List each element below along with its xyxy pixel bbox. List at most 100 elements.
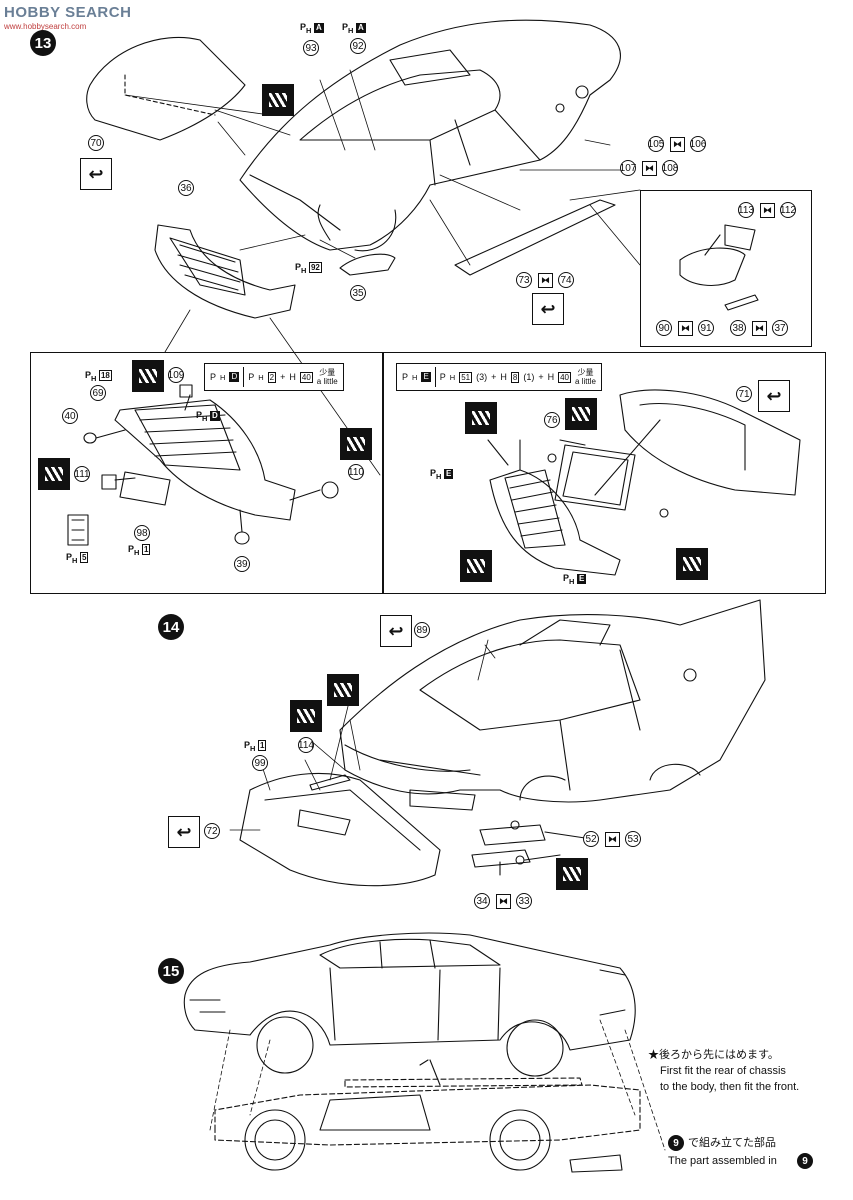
paint-icon [290,700,322,732]
chassis-wheels [244,1059,623,1173]
part-number-52: 52 [583,831,599,847]
paint-code-a1: PH A [300,22,324,35]
assembly-note-jp: ★後ろから先にはめます。 [648,1049,779,1061]
rear-bumper-part [239,772,441,887]
part-number-72: 72 [204,823,220,839]
step-number-13: 13 [30,30,56,56]
paint-code-a2: PH A [342,22,366,35]
paint-code-e1: PH E [430,468,454,481]
paint-icon [132,360,164,392]
glue-icon: ↩ [380,615,412,647]
bowtie-icon: ⧓ [760,203,775,218]
part-number-111: 111 [74,466,90,482]
bowtie-icon: ⧓ [678,321,693,336]
front-grille-assembly [154,224,296,319]
paint-icon [465,402,497,434]
bowtie-icon: ⧓ [605,832,620,847]
part-number-36: 36 [178,180,194,196]
step-reference-badge: 9 [668,1135,684,1151]
part-number-37: 37 [772,320,788,336]
watermark-url: www.hobbysearch.com [4,22,87,31]
part-number-33: 33 [516,893,532,909]
paint-icon [460,550,492,582]
part-number-108: 108 [662,160,678,176]
part-number-40: 40 [62,408,78,424]
mirror-detail [589,204,759,311]
part-number-53: 53 [625,831,641,847]
part-number-93: 93 [303,40,319,56]
part-number-35: 35 [350,285,366,301]
bowtie-icon: ⧓ [752,321,767,336]
part-number-73: 73 [516,272,532,288]
bowtie-icon: ⧓ [670,137,685,152]
part-number-74: 74 [558,272,574,288]
watermark-logo: HOBBY SEARCH [4,4,132,21]
paint-icon [340,428,372,460]
part-number-109: 109 [168,367,184,383]
part-number-98: 98 [134,525,150,541]
part-number-105: 105 [648,136,664,152]
part-number-90: 90 [656,320,672,336]
part-number-114: 114 [298,737,314,753]
hood-part [86,36,246,141]
car-side-step15 [183,932,636,1077]
bowtie-icon: ⧓ [538,273,553,288]
paint-code-e2: PH E [563,573,587,586]
paint-code-1b: PH 1 [244,740,267,753]
part-number-34: 34 [474,893,490,909]
grille-detail-right [487,389,801,576]
part-number-38: 38 [730,320,746,336]
part-number-107: 107 [620,160,636,176]
part-number-99: 99 [252,755,268,771]
step-number-14: 14 [158,614,184,640]
part-number-113: 113 [738,202,754,218]
car-body-step14 [339,599,766,811]
paint-icon [327,674,359,706]
lamp-lens-35 [339,253,396,276]
paint-code-18: PH 18 [85,370,112,383]
bowtie-icon: ⧓ [496,894,511,909]
paint-icon [556,858,588,890]
part-number-106: 106 [690,136,706,152]
paint-icon [38,458,70,490]
side-skirt [454,199,616,276]
grille-detail-frame-right [382,352,826,594]
part-number-69: 69 [90,385,106,401]
part-number-71: 71 [736,386,752,402]
part-number-39: 39 [234,556,250,572]
grille-detail-left [67,384,339,546]
grille-detail-frame-left [30,352,384,594]
paint-code-5: PH 5 [66,552,89,565]
car-body-step13 [239,19,621,252]
paint-code-1: PH 1 [128,544,151,557]
mirror-detail-frame [640,190,812,347]
paint-code-92: PH 92 [295,262,322,275]
part-number-76: 76 [544,412,560,428]
part-number-112: 112 [780,202,796,218]
bowtie-icon: ⧓ [642,161,657,176]
paint-code-d: PH D [196,410,220,423]
paint-icon [565,398,597,430]
step-number-15: 15 [158,958,184,984]
glue-icon: ↩ [532,293,564,325]
part-reference-jp: で組み立てた部品 [688,1137,776,1149]
part-number-92: 92 [350,38,366,54]
part-reference-en: The part assembled in [668,1155,777,1167]
part-number-70: 70 [88,135,104,151]
glue-icon: ↩ [758,380,790,412]
part-number-89: 89 [414,622,430,638]
assembly-note-en-1: First fit the rear of chassis [660,1065,786,1077]
rear-lamp-parts [471,820,586,876]
chassis-part [214,1077,641,1146]
part-number-91: 91 [698,320,714,336]
glue-icon: ↩ [168,816,200,848]
step-reference-badge: 9 [797,1153,813,1169]
glue-icon: ↩ [80,158,112,190]
paint-icon [262,84,294,116]
part-number-110: 110 [348,464,364,480]
paint-icon [676,548,708,580]
assembly-note-en-2: to the body, then fit the front. [660,1081,800,1093]
